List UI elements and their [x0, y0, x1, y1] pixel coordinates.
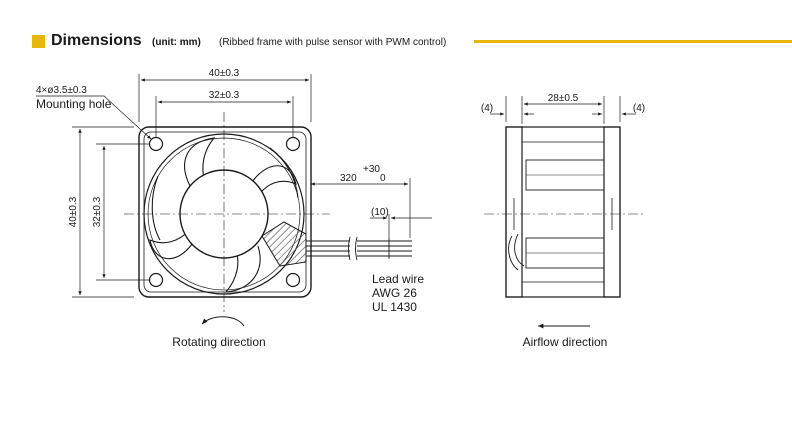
rotation-label: Rotating direction	[172, 335, 265, 349]
height-outer-dim: 40±0.3	[68, 196, 79, 227]
width-outer-dim: 40±0.3	[209, 68, 240, 79]
side-dimension-lines	[490, 96, 636, 124]
lead-length-dimension	[311, 178, 432, 238]
airflow-label: Airflow direction	[523, 335, 608, 349]
front-centerlines	[124, 112, 330, 312]
lead-wire-ul: UL 1430	[372, 300, 417, 314]
section-header: Dimensions (unit: mm) (Ribbed frame with…	[0, 0, 792, 60]
width-inner-dim: 32±0.3	[209, 90, 240, 101]
mounting-hole-spec: 4×ø3.5±0.3	[36, 85, 87, 96]
title-square-icon	[32, 35, 45, 48]
lead-wire-boot	[261, 221, 307, 267]
lead-length-dim: 320	[340, 173, 357, 184]
lead-length-tol-upper: +30	[363, 164, 380, 175]
front-view: 40±0.3 32±0.3 40±0.3 32±0.3 4×ø3.5±0.3 M…	[36, 68, 432, 349]
section-title: Dimensions	[51, 32, 142, 49]
left-dimension-lines	[72, 126, 150, 298]
section-unit: (unit: mm)	[152, 37, 201, 48]
curved-arrow-icon	[201, 316, 245, 327]
mounting-hole-leader	[36, 95, 152, 140]
title-rule	[474, 40, 792, 43]
depth-dim: 28±0.5	[548, 93, 579, 104]
side-view: 28±0.5 (4) (4) Airflow direction	[481, 93, 645, 349]
right-margin-dim: (4)	[633, 103, 645, 114]
strip-length-dim: (10)	[371, 207, 389, 218]
mounting-hole-label: Mounting hole	[36, 97, 112, 111]
side-frame	[505, 126, 621, 298]
lead-wire-awg: AWG 26	[372, 286, 417, 300]
lead-length-tol-lower: 0	[380, 173, 386, 184]
lead-wires	[306, 236, 412, 261]
lead-wire-label: Lead wire	[372, 272, 424, 286]
fan-blades	[149, 137, 299, 293]
fan-frame-outline	[138, 126, 312, 298]
left-margin-dim: (4)	[481, 103, 493, 114]
section-note: (Ribbed frame with pulse sensor with PWM…	[219, 37, 447, 48]
top-dimension-lines	[138, 74, 312, 138]
height-inner-dim: 32±0.3	[92, 196, 103, 227]
